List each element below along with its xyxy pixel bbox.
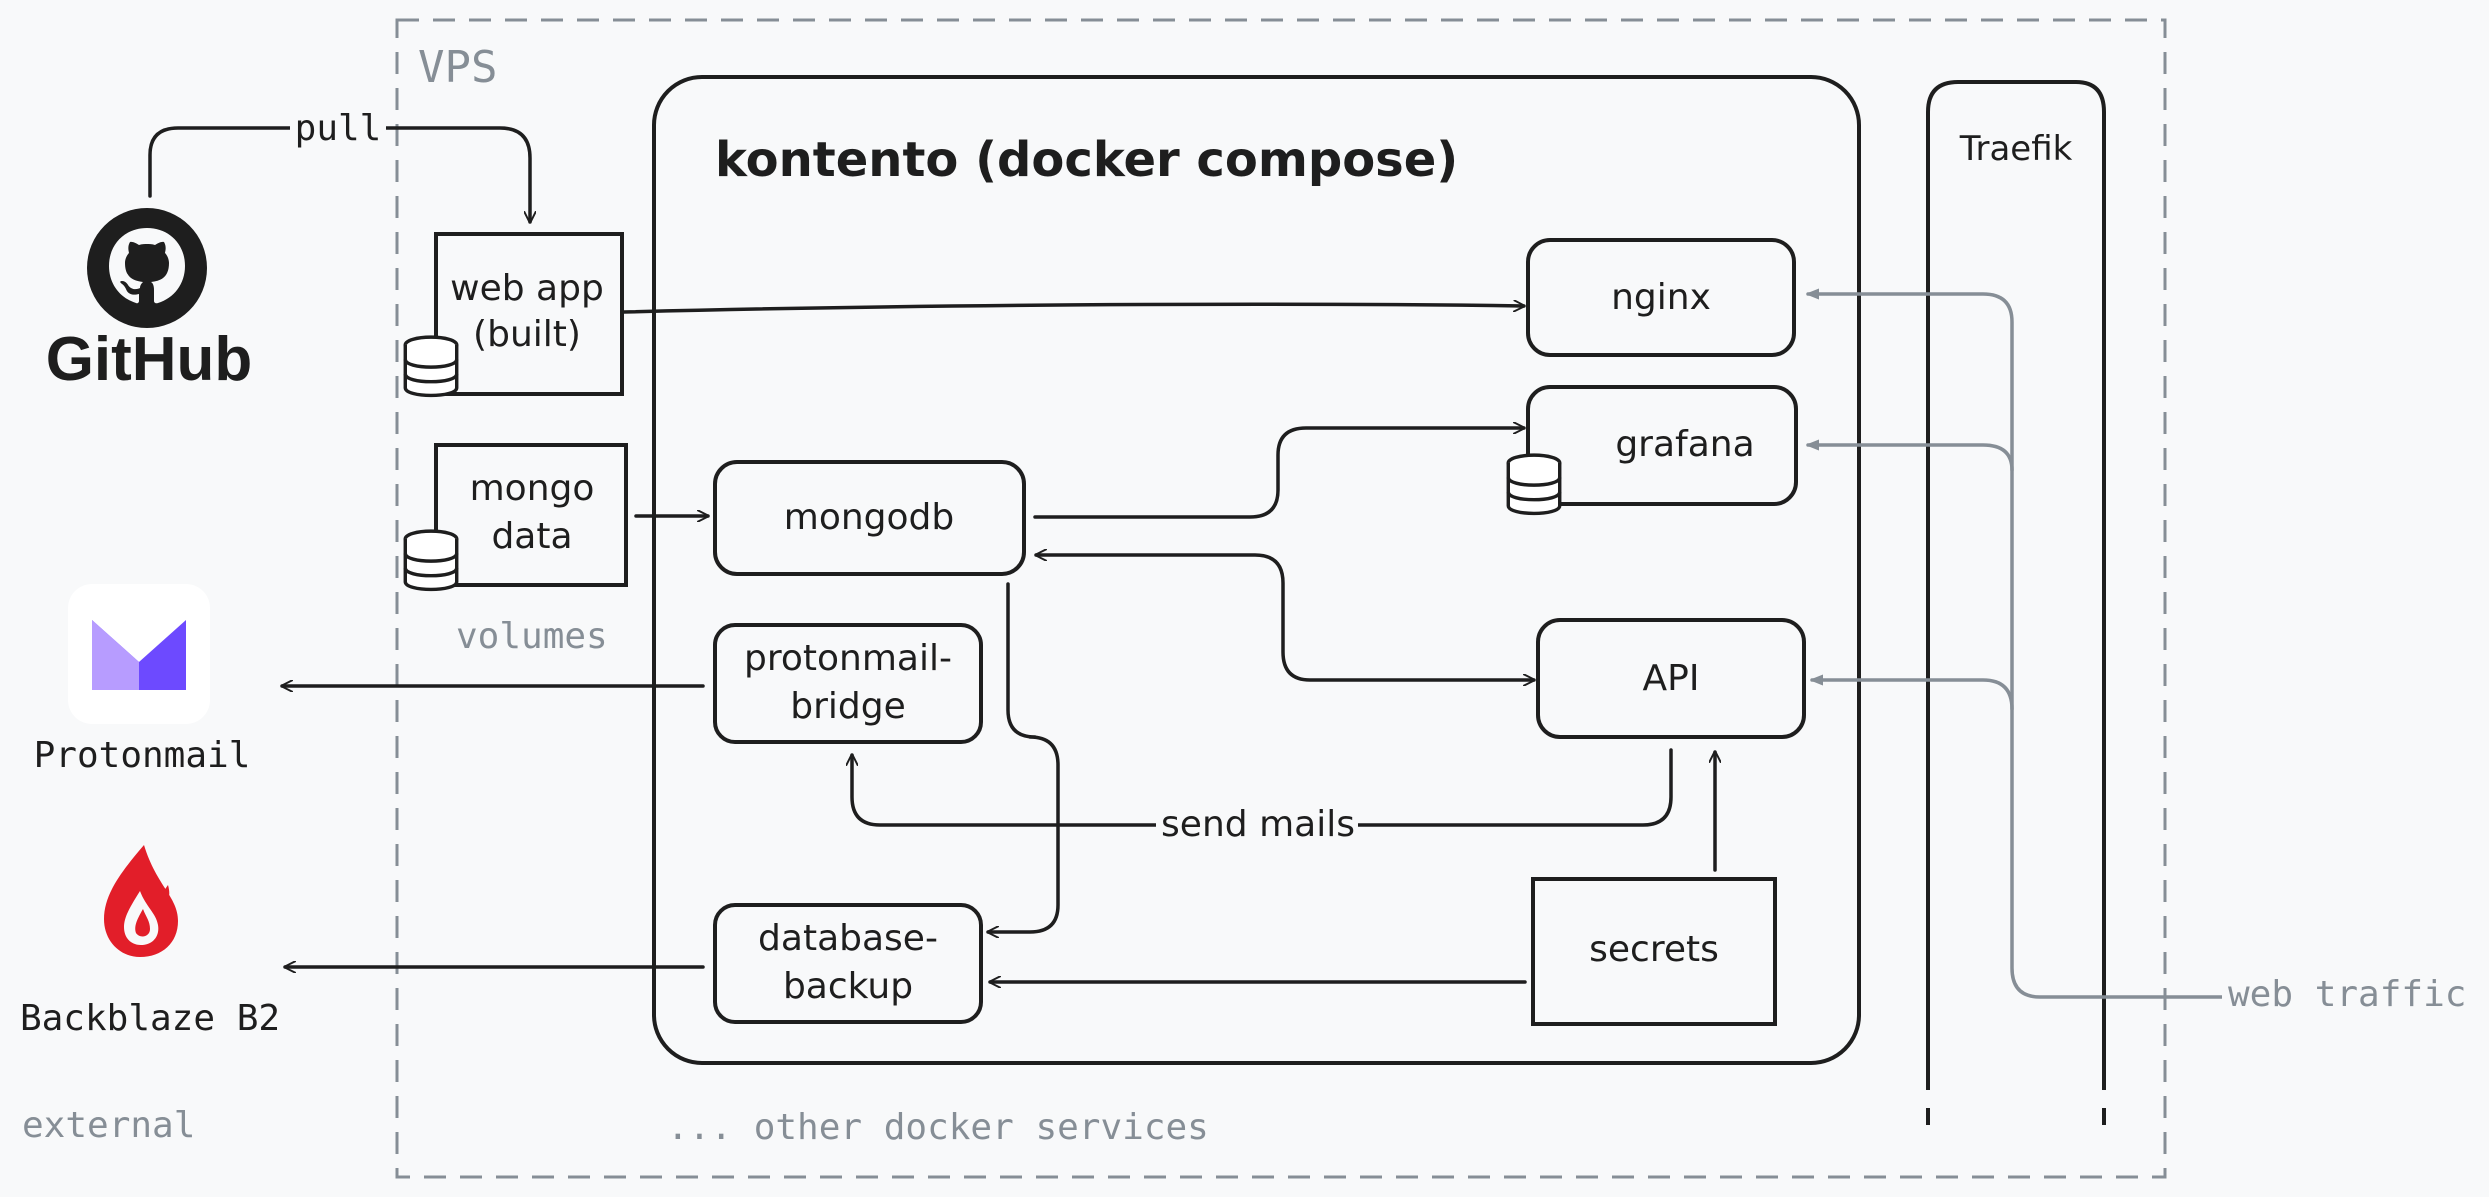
traffic-route-nginx	[1806, 294, 2229, 999]
database-backup-service[interactable]	[713, 903, 983, 1024]
web-app-volume[interactable]	[434, 232, 624, 396]
external-label: external	[22, 1105, 195, 1146]
vps-boundary	[395, 18, 2167, 1179]
github-icon	[87, 208, 207, 328]
compose-title: kontento (docker compose)	[715, 132, 1458, 188]
mongodb-service[interactable]	[713, 460, 1026, 576]
database-icon	[403, 529, 459, 592]
traffic-route-grafana	[1806, 445, 2014, 472]
backblaze-label: Backblaze B2	[20, 998, 280, 1039]
pull-label: pull	[295, 108, 382, 149]
traefik-column	[1926, 80, 2106, 1090]
web-app-to-nginx-edge	[622, 304, 1526, 314]
web-traffic-label: web traffic	[2228, 974, 2466, 1015]
mongodb-api-edge	[1034, 555, 1536, 680]
compose-boundary	[652, 75, 1861, 1065]
mongo-data-label-1: mongo	[470, 468, 595, 509]
protonmail-icon	[68, 584, 210, 724]
mongo-data-label-2: data	[491, 516, 572, 557]
protonmail-label: Protonmail	[34, 735, 251, 776]
vps-label: VPS	[418, 42, 497, 93]
other-services-label: ... other docker services	[667, 1107, 1209, 1148]
web-app-label-2: (built)	[473, 314, 581, 355]
grafana-service[interactable]	[1526, 385, 1798, 506]
traefik-label: Traefik	[1959, 129, 2073, 169]
backblaze-icon	[104, 845, 178, 957]
database-backup-label-2: backup	[783, 966, 913, 1007]
traffic-route-api	[1810, 680, 2014, 711]
volumes-label: volumes	[456, 616, 608, 657]
database-icon	[1506, 453, 1562, 516]
nginx-label: nginx	[1611, 277, 1711, 318]
send-mails-label: send mails	[1161, 804, 1355, 845]
secrets-label: secrets	[1589, 929, 1719, 970]
mongo-data-volume[interactable]	[434, 443, 628, 587]
nginx-service[interactable]	[1526, 238, 1796, 357]
api-label: API	[1643, 658, 1700, 699]
database-backup-label-1: database-	[758, 918, 938, 959]
api-service[interactable]	[1536, 618, 1806, 739]
github-label: GitHub	[46, 325, 253, 394]
web-app-label-1: web app	[450, 268, 604, 309]
protonmail-bridge-label-1: protonmail-	[744, 638, 952, 679]
grafana-label: grafana	[1615, 424, 1754, 465]
mongodb-label: mongodb	[784, 497, 955, 538]
mongodb-to-grafana-edge	[1033, 428, 1526, 519]
secrets-store[interactable]	[1531, 877, 1777, 1026]
mongodb-to-backup-edge	[986, 582, 1060, 932]
protonmail-bridge-service[interactable]	[713, 623, 983, 744]
database-icon	[403, 335, 459, 398]
protonmail-bridge-label-2: bridge	[790, 686, 906, 727]
